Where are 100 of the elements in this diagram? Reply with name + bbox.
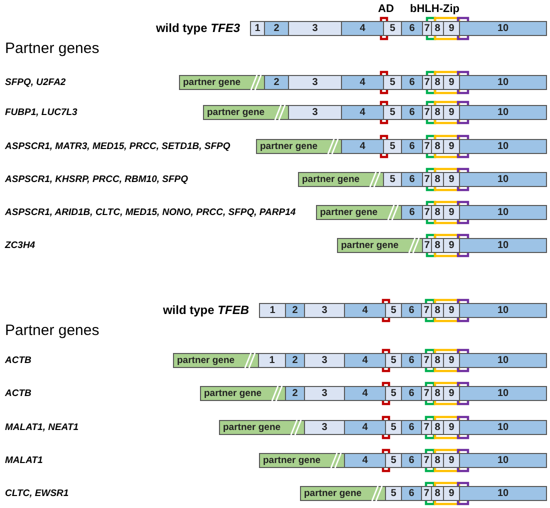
- exon-segment: 3: [305, 386, 345, 401]
- partner-gene-segment: partner gene: [200, 386, 286, 401]
- exon-segment: 4: [342, 105, 384, 120]
- partner-gene-segment: partner gene: [203, 105, 289, 120]
- exon-segment: 10: [460, 172, 547, 187]
- exon-segment: 2: [286, 353, 305, 368]
- exon-segment: 6: [402, 21, 423, 36]
- exon-segment: 8: [432, 139, 444, 154]
- exon-segment: 9: [444, 105, 460, 120]
- section-heading: Partner genes: [5, 40, 100, 57]
- exon-segment: 10: [460, 139, 547, 154]
- exon-segment: 5: [386, 386, 402, 401]
- exon-segment: 9: [444, 238, 460, 253]
- exon-segment: 8: [432, 303, 444, 318]
- exon-segment: 10: [460, 353, 547, 368]
- exon-segment: 3: [305, 420, 345, 435]
- exon-segment: 9: [444, 486, 460, 501]
- exon-segment: 7: [422, 386, 432, 401]
- exon-segment: 7: [423, 21, 432, 36]
- exon-segment: 5: [386, 420, 402, 435]
- exon-segment: 6: [402, 420, 422, 435]
- exon-segment: 5: [386, 353, 402, 368]
- exon-segment: 9: [444, 453, 460, 468]
- exon-segment: 9: [444, 386, 460, 401]
- exon-segment: 7: [422, 420, 432, 435]
- partner-gene-names: SFPQ, U2FA2: [5, 76, 66, 90]
- exon-segment: 2: [265, 21, 289, 36]
- exon-segment: 10: [460, 303, 547, 318]
- exon-segment: 6: [402, 75, 423, 90]
- exon-segment: 8: [432, 172, 444, 187]
- exon-segment: 6: [402, 205, 423, 220]
- partner-gene-names: MALAT1, NEAT1: [5, 421, 79, 435]
- exon-segment: 8: [432, 21, 444, 36]
- exon-segment: 5: [384, 172, 402, 187]
- exon-segment: 10: [460, 453, 547, 468]
- partner-gene-segment: partner gene: [298, 172, 384, 187]
- exon-segment: 6: [402, 105, 423, 120]
- partner-gene-names: ACTB: [5, 387, 32, 401]
- partner-gene-names: ACTB: [5, 354, 32, 368]
- exon-segment: 8: [432, 205, 444, 220]
- exon-segment: 6: [402, 303, 422, 318]
- gene-title: wild type TFEB: [162, 303, 249, 318]
- exon-segment: 2: [286, 386, 305, 401]
- partner-gene-segment: partner gene: [219, 420, 305, 435]
- exon-segment: 6: [402, 486, 422, 501]
- exon-segment: 4: [345, 453, 386, 468]
- exon-segment: 3: [305, 353, 345, 368]
- exon-segment: 10: [460, 486, 547, 501]
- partner-gene-names: ASPSCR1, ARID1B, CLTC, MED15, NONO, PRCC, SFPQ, PARP14: [5, 206, 296, 220]
- exon-segment: 3: [289, 21, 342, 36]
- exon-segment: 9: [444, 353, 460, 368]
- exon-segment: 4: [342, 139, 384, 154]
- exon-segment: 10: [460, 205, 547, 220]
- exon-segment: 4: [345, 353, 386, 368]
- exon-segment: 7: [423, 105, 432, 120]
- exon-segment: 4: [345, 303, 386, 318]
- exon-segment: 7: [422, 303, 432, 318]
- exon-segment: 1: [259, 303, 286, 318]
- exon-segment: 3: [305, 303, 345, 318]
- exon-segment: 7: [423, 139, 432, 154]
- exon-segment: 5: [386, 453, 402, 468]
- exon-segment: 9: [444, 21, 460, 36]
- partner-gene-segment: partner gene: [179, 75, 265, 90]
- partner-gene-segment: partner gene: [173, 353, 259, 368]
- exon-segment: 5: [384, 105, 402, 120]
- partner-gene-segment: partner gene: [259, 453, 345, 468]
- exon-segment: 6: [402, 139, 423, 154]
- partner-gene-segment: partner gene: [337, 238, 423, 253]
- exon-segment: 1: [259, 353, 286, 368]
- exon-segment: 9: [444, 172, 460, 187]
- partner-gene-segment: partner gene: [316, 205, 402, 220]
- domain-label: AD: [378, 3, 394, 15]
- exon-segment: 10: [460, 105, 547, 120]
- exon-segment: 2: [286, 303, 305, 318]
- exon-segment: 6: [402, 353, 422, 368]
- exon-segment: 5: [386, 303, 402, 318]
- exon-segment: 10: [460, 420, 547, 435]
- exon-segment: 6: [402, 172, 423, 187]
- exon-segment: 8: [432, 75, 444, 90]
- exon-segment: 6: [402, 453, 422, 468]
- exon-segment: 10: [460, 386, 547, 401]
- exon-segment: 7: [422, 453, 432, 468]
- exon-segment: 7: [422, 486, 432, 501]
- exon-segment: 9: [444, 303, 460, 318]
- exon-segment: 8: [432, 105, 444, 120]
- partner-gene-names: CLTC, EWSR1: [5, 487, 69, 501]
- exon-segment: 7: [423, 238, 432, 253]
- exon-segment: 7: [423, 172, 432, 187]
- exon-segment: 8: [432, 453, 444, 468]
- exon-segment: 8: [432, 386, 444, 401]
- exon-segment: 10: [460, 21, 547, 36]
- exon-segment: 4: [342, 75, 384, 90]
- exon-segment: 8: [432, 353, 444, 368]
- exon-segment: 7: [423, 205, 432, 220]
- partner-gene-names: FUBP1, LUC7L3: [5, 106, 78, 120]
- section-heading: Partner genes: [5, 322, 100, 339]
- exon-segment: 6: [402, 386, 422, 401]
- exon-segment: 7: [422, 353, 432, 368]
- partner-gene-names: ZC3H4: [5, 239, 36, 253]
- exon-segment: 8: [432, 420, 444, 435]
